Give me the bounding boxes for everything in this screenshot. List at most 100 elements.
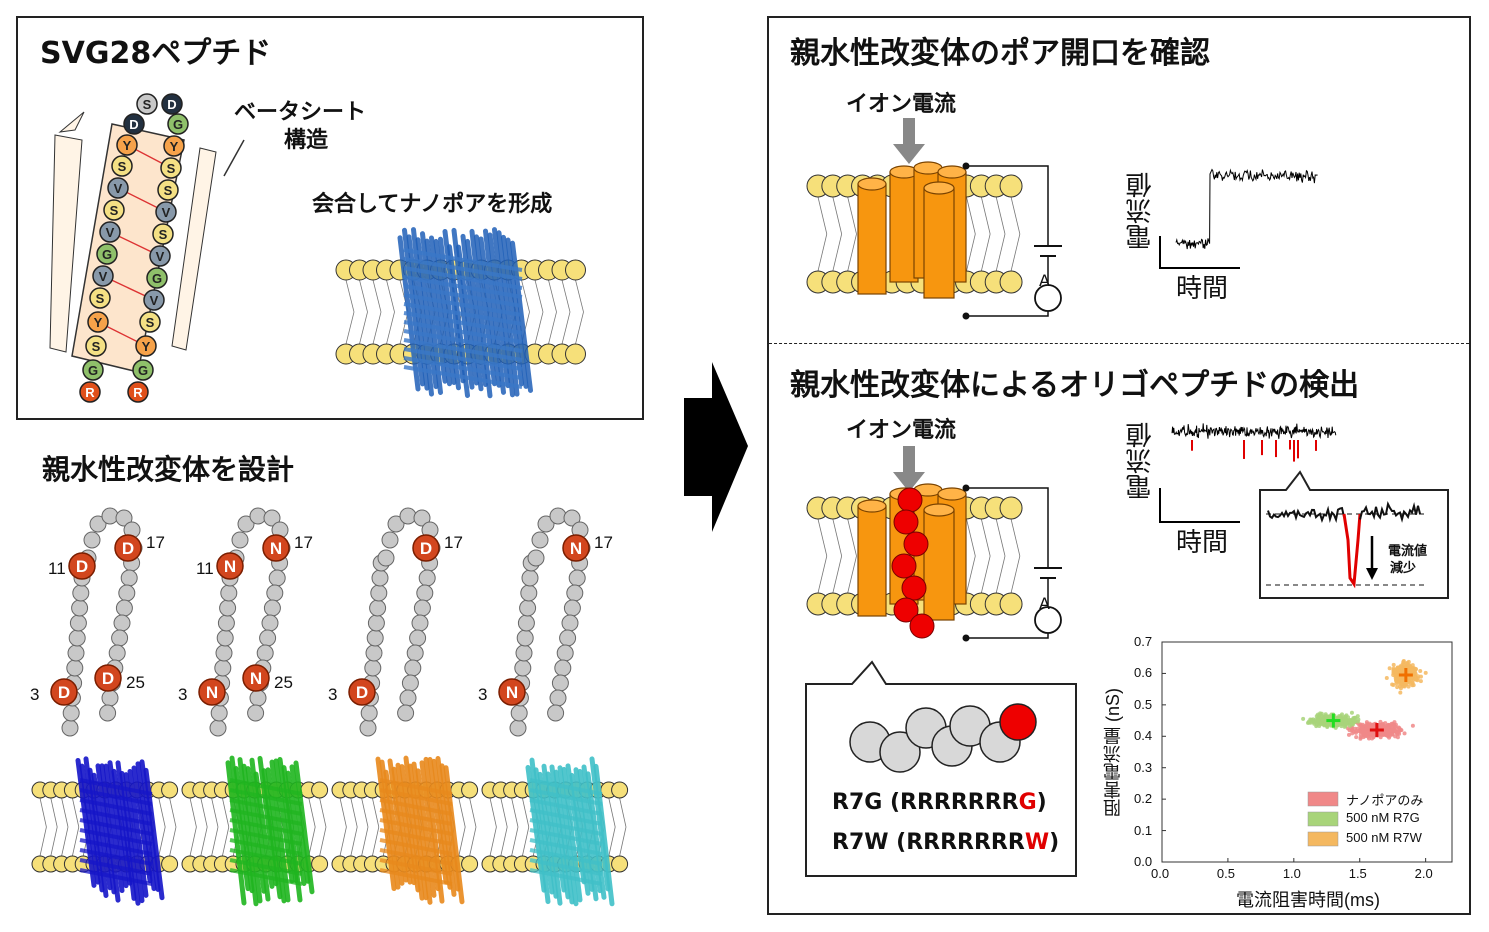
lipid-tail	[575, 279, 584, 313]
residue-bead	[111, 155, 133, 177]
lipid-tail	[995, 518, 1006, 557]
residue-letter: Y	[123, 138, 132, 153]
peptide-bead	[903, 531, 929, 557]
mutated-residue-letter: D	[102, 669, 114, 688]
lipid-tail	[500, 797, 508, 828]
mutated-residue	[68, 552, 96, 580]
ribbon-strand	[379, 868, 453, 886]
data-point	[1383, 721, 1388, 726]
x-tick-label: 1.5	[1348, 866, 1367, 881]
ammeter-top: A	[1039, 271, 1050, 290]
ribbon-strand	[79, 808, 153, 826]
data-point	[1350, 731, 1355, 736]
residue-bead	[79, 381, 101, 403]
beta-strand	[403, 257, 523, 281]
lipid-tail	[372, 797, 380, 828]
ribbon-strand	[79, 858, 153, 876]
ribbon-strand	[529, 828, 603, 846]
mutated-residue-letter: D	[356, 683, 368, 702]
residue-letter: G	[88, 363, 98, 378]
residue-bead	[111, 629, 129, 647]
terminal	[962, 634, 970, 642]
assembly-label: 会合してナノポアを形成	[312, 192, 553, 217]
legend-swatch	[1307, 831, 1339, 847]
lipid-tail	[469, 797, 477, 828]
pore-open-title: 親水性改変体のポア開口を確認	[790, 36, 1210, 71]
data-point	[1395, 685, 1400, 690]
ribbon-strand	[581, 764, 603, 894]
beta-strand	[403, 320, 523, 344]
mutated-residue-letter: N	[270, 539, 282, 558]
right-panel	[767, 16, 1471, 915]
ribbon-strand	[229, 838, 303, 856]
y-tick-label: 0.2	[1134, 791, 1153, 807]
ribbon-strand	[435, 756, 457, 897]
residue-bead	[146, 267, 168, 289]
beta-strand	[403, 356, 523, 380]
residue-bead	[509, 719, 527, 737]
scatter-plot	[1161, 641, 1453, 863]
data-point	[1312, 718, 1317, 723]
residue-number: 11	[196, 559, 214, 578]
lipid-tail	[522, 826, 530, 857]
y-tick-label: 0.4	[1134, 728, 1153, 744]
lipid-tail	[458, 797, 466, 828]
residue-letter: Y	[170, 139, 179, 154]
residue-bead	[381, 531, 399, 549]
lipid-tail	[995, 555, 1006, 594]
lipid-tail	[847, 555, 857, 594]
residue-number: 17	[146, 533, 165, 552]
residue-bead	[89, 287, 111, 309]
residue-bead	[519, 599, 537, 617]
ribbon-strand	[399, 764, 421, 893]
lipid-tail	[158, 797, 166, 828]
residue-bead	[101, 689, 119, 707]
residue-bead	[409, 629, 427, 647]
data-point	[1394, 676, 1399, 681]
ribbon-strand	[79, 848, 153, 866]
ribbon-strand	[529, 848, 603, 866]
current-arrow-head	[893, 472, 925, 492]
ribbon-strand	[529, 788, 603, 806]
residue-bead	[527, 549, 545, 567]
lipid-head	[461, 781, 479, 799]
data-point	[1391, 723, 1396, 728]
lipid-tail	[308, 826, 316, 857]
lipid-tail	[817, 233, 828, 272]
peptide-r7w: R7W (RRRRRRRW)	[832, 830, 1059, 855]
mutated-residue	[114, 534, 142, 562]
mutated-residue-letter: N	[570, 539, 582, 558]
ribbon-strand	[79, 778, 153, 796]
data-point	[1358, 735, 1363, 740]
lipid-tail	[832, 518, 843, 557]
residue-letter: S	[159, 227, 168, 242]
lipid-tail	[534, 311, 544, 345]
residue-letter: G	[138, 363, 148, 378]
peptide-r7w-prefix: R7W (RRRRRRR	[832, 830, 1025, 855]
residue-bead	[399, 689, 417, 707]
y-label-bottom: 電流値	[1126, 422, 1156, 500]
residue-bead	[263, 509, 281, 527]
residue-bead	[160, 157, 182, 179]
residue-bead	[537, 515, 555, 533]
ribbon-strand	[379, 778, 453, 796]
ribbon-strand	[529, 858, 603, 876]
residue-bead	[61, 719, 79, 737]
ion-current-label-top: イオン電流	[846, 92, 957, 117]
residue-letter: D	[167, 97, 176, 112]
x-label-top: 時間	[1176, 274, 1229, 304]
data-point	[1363, 732, 1368, 737]
lipid-head	[611, 781, 629, 799]
residue-bead	[556, 644, 574, 662]
beta-strand	[403, 329, 523, 353]
data-point	[1306, 720, 1311, 725]
lipid-tail	[548, 311, 557, 345]
residue-bead	[516, 629, 534, 647]
lipid-tail	[372, 311, 382, 345]
lipid-tail	[211, 826, 219, 857]
data-point	[1353, 718, 1358, 723]
lipid-head	[161, 855, 179, 873]
pore-helix-top	[937, 487, 967, 501]
lipid-tail	[319, 797, 327, 828]
